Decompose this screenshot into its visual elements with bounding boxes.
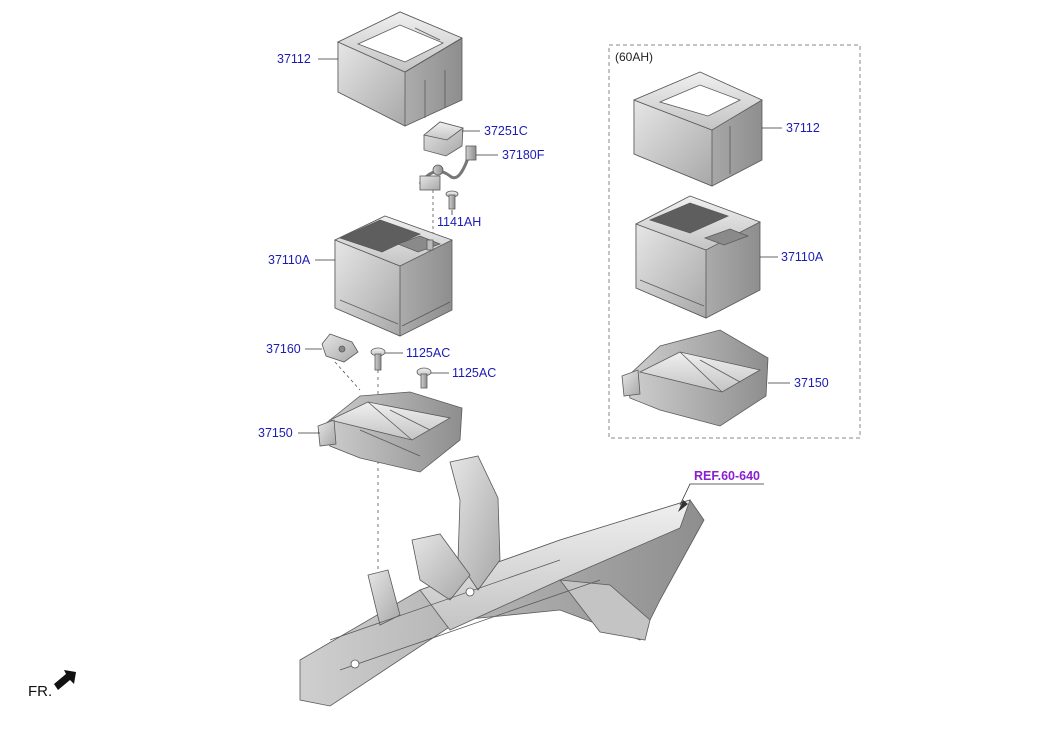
clamp-part [321,333,359,363]
front-arrow-icon [54,670,76,690]
callout-37160[interactable]: 37160 [266,342,301,356]
front-label: FR. [28,683,53,700]
alt-battery-tray-part [621,329,769,427]
battery-insulator-part [337,11,463,127]
callout-37110a[interactable]: 37110A [268,253,311,267]
callout-1141ah[interactable]: 1141AH [437,215,482,229]
alt-battery-part [635,195,761,319]
variant-label: (60AH) [615,50,654,64]
bolt-part-2 [416,367,432,389]
callout-alt-37110a[interactable]: 37110A [781,250,824,264]
callout-37112[interactable]: 37112 [277,52,311,66]
callout-37150[interactable]: 37150 [258,426,293,440]
bolt-part-1 [370,347,386,371]
dash-clamp [334,361,361,391]
callout-alt-37112[interactable]: 37112 [786,121,820,135]
leader-ref [679,483,764,506]
body-frame-part [299,455,705,707]
callout-1125ac-1[interactable]: 1125AC [406,346,451,360]
callout-37251c[interactable]: 37251C [484,124,528,138]
ref-link-60-640[interactable]: REF.60-640 [694,469,761,483]
callout-1125ac-2[interactable]: 1125AC [452,366,497,380]
callout-alt-37150[interactable]: 37150 [794,376,829,390]
callout-37180f[interactable]: 37180F [502,148,545,162]
alt-battery-insulator-part [632,71,763,187]
leader-ref-arrowhead [678,500,688,512]
battery-part [334,215,454,337]
screw-part [445,190,459,210]
battery-tray-part [317,391,463,473]
battery-cable-part [418,145,477,191]
terminal-cover-part [423,121,464,157]
